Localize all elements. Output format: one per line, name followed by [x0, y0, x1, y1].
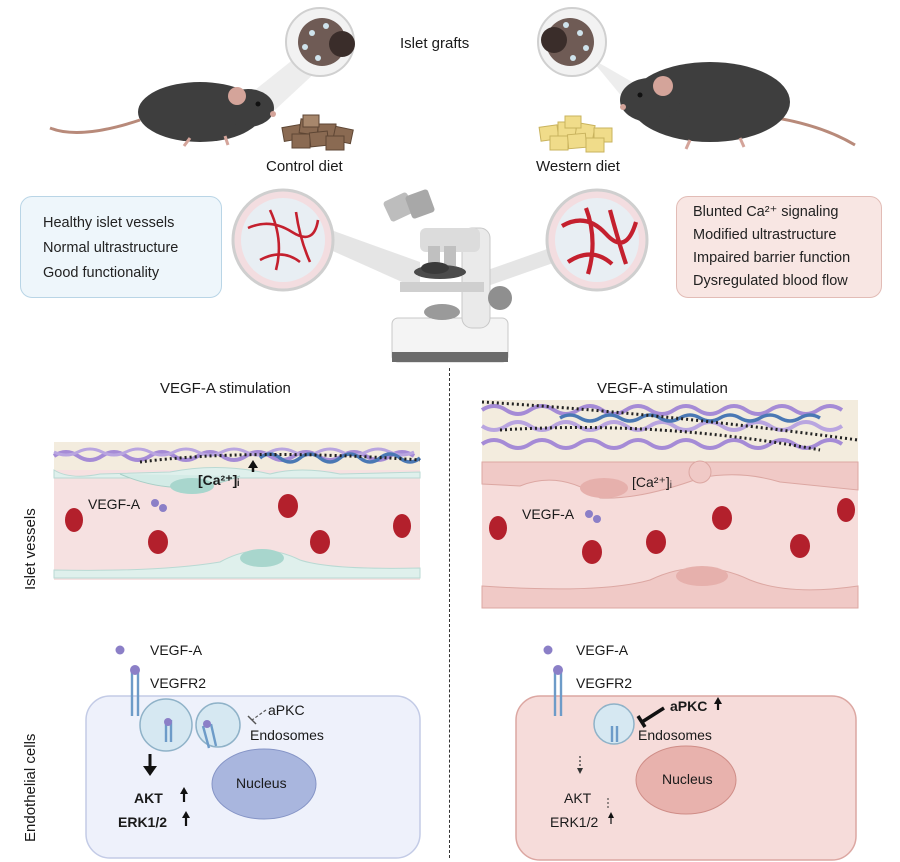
calcium-label-right: [Ca²⁺]ᵢ	[632, 474, 672, 490]
left-vessel	[52, 442, 422, 580]
microscope-icon	[383, 189, 512, 363]
vegfa-label-right: VEGF-A	[522, 506, 575, 522]
cell-left-endosomes-label: Endosomes	[250, 727, 324, 743]
feature-item: Dysregulated blood flow	[693, 273, 848, 289]
right-islet-vessel-magnifier	[482, 188, 649, 292]
cell-right-vegfa-label: VEGF-A	[576, 642, 629, 658]
cell-left-akt-label: AKT	[134, 790, 163, 806]
feature-item: Blunted Ca²⁺ signaling	[693, 204, 839, 220]
calcium-label-left: [Ca²⁺]ᵢ	[198, 472, 240, 488]
cell-right-endosomes-label: Endosomes	[638, 727, 712, 743]
cell-right-akt-label: AKT	[564, 790, 592, 806]
right-cell	[515, 645, 857, 861]
cell-left-nucleus-label: Nucleus	[236, 775, 287, 791]
left-cell	[85, 645, 421, 859]
cell-left-vegfr2-label: VEGFR2	[150, 675, 207, 691]
mouse-control-icon	[49, 82, 276, 147]
cell-illustration	[85, 645, 857, 861]
stimulation-heading-left: VEGF-A stimulation	[160, 380, 291, 397]
control-diet-pellets-icon	[281, 114, 354, 151]
western-features-box: Blunted Ca²⁺ signaling Modified ultrastr…	[676, 196, 882, 298]
cell-left-apkc-label: aPKC	[268, 702, 305, 718]
control-diet-label: Control diet	[266, 158, 343, 175]
vegfa-label-left: VEGF-A	[88, 496, 141, 512]
western-diet-pellets-icon	[538, 115, 613, 153]
feature-item: Healthy islet vessels	[43, 215, 175, 231]
control-features-box: Healthy islet vessels Normal ultrastruct…	[20, 196, 222, 298]
top-illustration	[49, 7, 856, 363]
feature-item: Normal ultrastructure	[43, 240, 179, 256]
cell-right-apkc-label: aPKC	[670, 698, 708, 714]
cell-left-vegfa-label: VEGF-A	[150, 642, 203, 658]
stimulation-heading-right: VEGF-A stimulation	[597, 380, 728, 397]
vessel-illustration	[52, 400, 859, 609]
mouse-western-icon	[620, 62, 856, 150]
center-divider	[449, 368, 450, 858]
cell-right-vegfr2-label: VEGFR2	[576, 675, 633, 691]
feature-item: Modified ultrastructure	[693, 227, 837, 243]
western-diet-label: Western diet	[536, 158, 620, 175]
islet-grafts-label: Islet grafts	[400, 35, 470, 52]
right-vessel	[480, 400, 859, 609]
feature-item: Impaired barrier function	[693, 250, 851, 266]
cell-right-nucleus-label: Nucleus	[662, 771, 713, 787]
feature-item: Good functionality	[43, 265, 160, 281]
cell-left-erk-label: ERK1/2	[118, 814, 168, 830]
left-islet-vessel-magnifier	[231, 188, 420, 292]
cell-right-erk-label: ERK1/2	[550, 814, 599, 830]
